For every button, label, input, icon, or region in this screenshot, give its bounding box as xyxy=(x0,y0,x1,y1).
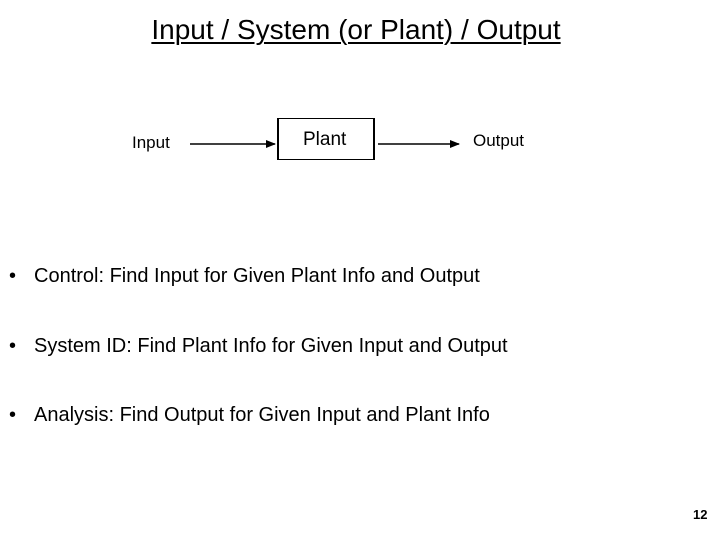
bullet-marker: • xyxy=(9,265,17,287)
plant-label: Plant xyxy=(303,129,347,150)
bullet-marker: • xyxy=(9,335,17,357)
output-label: Output xyxy=(473,131,525,150)
bullet-text: System ID: Find Plant Info for Given Inp… xyxy=(34,335,508,357)
plant-box: Plant xyxy=(277,118,375,160)
input-label: Input xyxy=(132,133,170,152)
bullet-text: Analysis: Find Output for Given Input an… xyxy=(34,404,490,426)
page-number: 12 xyxy=(693,507,708,522)
slide-title: Input / System (or Plant) / Output xyxy=(151,14,561,45)
bullet-text: Control: Find Input for Given Plant Info… xyxy=(34,265,480,287)
bullet-marker: • xyxy=(9,404,17,426)
